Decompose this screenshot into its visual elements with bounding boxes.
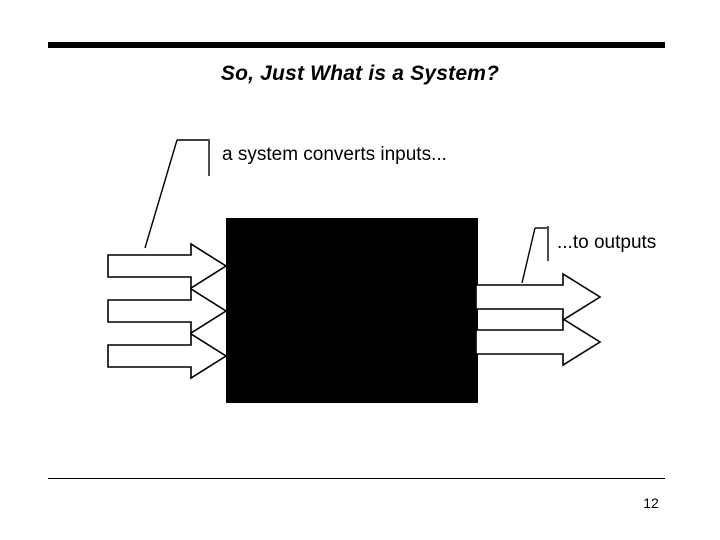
- output-callout-leader: [521, 226, 549, 284]
- output-arrow-2: [475, 317, 602, 367]
- input-callout-label: a system converts inputs...: [222, 144, 447, 165]
- output-arrow-1: [475, 272, 602, 322]
- footer-rule: [48, 478, 665, 479]
- input-callout-leader: [144, 139, 210, 249]
- input-arrow-2: [107, 287, 228, 335]
- page-number: 12: [643, 495, 659, 511]
- page-title: So, Just What is a System?: [220, 62, 500, 85]
- input-arrow-1: [107, 242, 228, 290]
- title-rule: [48, 42, 665, 48]
- system-block: [226, 218, 478, 403]
- input-arrow-3: [107, 332, 228, 380]
- output-callout-label: ...to outputs: [557, 232, 657, 253]
